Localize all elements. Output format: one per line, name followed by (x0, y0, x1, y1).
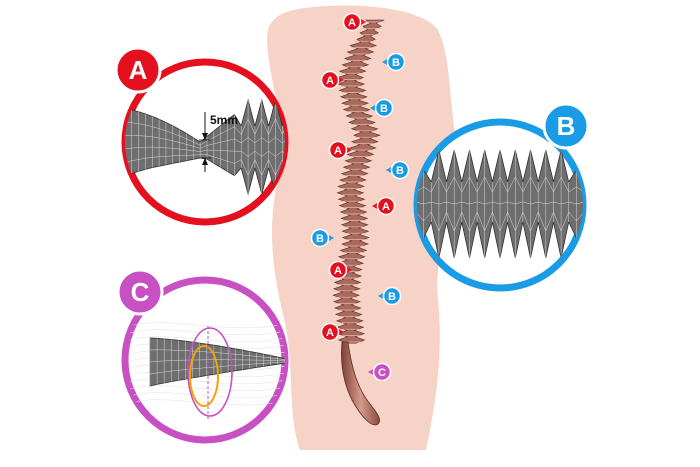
channel-markers: A B A B A B A B A B A C (310, 12, 410, 382)
marker-letter: B (316, 233, 324, 245)
marker-letter: A (334, 265, 342, 277)
marker-letter: B (392, 57, 400, 69)
marker-letter: B (396, 165, 404, 177)
mesh-line (417, 211, 583, 232)
mesh-line (125, 118, 285, 146)
detail-c-badge (116, 268, 164, 316)
marker-letter: A (326, 75, 334, 87)
detail-b-mesh (417, 149, 583, 259)
marker-letter: B (388, 291, 396, 303)
mesh-line (149, 361, 285, 375)
detail-b-letter: B (557, 111, 576, 141)
mesh-line (149, 349, 285, 361)
marker-dot (372, 362, 392, 382)
mesh-line (125, 135, 285, 149)
channel-ridges (332, 19, 385, 344)
detail-a-letter: A (129, 55, 148, 85)
mesh-band (417, 149, 583, 259)
dimension-label: 5mm (210, 113, 238, 127)
mesh-line (417, 201, 583, 205)
marker-a: A (372, 196, 396, 216)
marker-a: A (342, 12, 366, 32)
marker-a: A (328, 140, 352, 160)
marker-letter: B (380, 103, 388, 115)
marker-dot (376, 196, 396, 216)
marker-dot (328, 260, 348, 280)
marker-dot (382, 286, 402, 306)
marker-b: B (310, 228, 334, 248)
marker-letter: A (334, 145, 342, 157)
marker-b: B (370, 98, 394, 118)
detail-a-mesh (125, 98, 285, 196)
marker-dot (310, 228, 330, 248)
marker-letter: C (378, 367, 386, 379)
marker-b: B (382, 52, 406, 72)
marker-letter: A (382, 201, 390, 213)
marker-a: A (320, 70, 344, 90)
mesh-line (125, 146, 285, 157)
marker-dot (320, 322, 340, 342)
marker-dot (386, 52, 406, 72)
marker-a: A (328, 260, 352, 280)
detail-c-letter: C (131, 277, 150, 307)
marker-dot (374, 98, 394, 118)
channel-tip (341, 341, 380, 426)
ring-outer (187, 327, 233, 417)
detail-a-callout: 5mm A (114, 46, 289, 226)
detail-c-callout: C (116, 268, 289, 444)
marker-dot (328, 140, 348, 160)
mesh-line (125, 154, 285, 176)
marker-dot (342, 12, 362, 32)
marker-dot (320, 70, 340, 90)
marker-dot (390, 160, 410, 180)
marker-b: B (386, 160, 410, 180)
marker-b: B (378, 286, 402, 306)
ring-inner (189, 345, 219, 407)
mesh-band (125, 98, 285, 196)
mesh-line (417, 176, 583, 193)
marker-c: C (368, 362, 392, 382)
marker-a: A (320, 322, 344, 342)
detail-a-dimension: 5mm (199, 112, 238, 172)
mesh-band (149, 337, 285, 387)
product-body-silhouette (267, 5, 460, 450)
detail-a-badge (114, 46, 162, 94)
wireframe-line (129, 333, 285, 343)
marker-letter: A (348, 17, 356, 29)
mesh-line (149, 359, 285, 363)
detail-b-badge (542, 102, 590, 150)
marker-letter: A (326, 327, 334, 339)
detail-b-callout: B (413, 102, 590, 292)
